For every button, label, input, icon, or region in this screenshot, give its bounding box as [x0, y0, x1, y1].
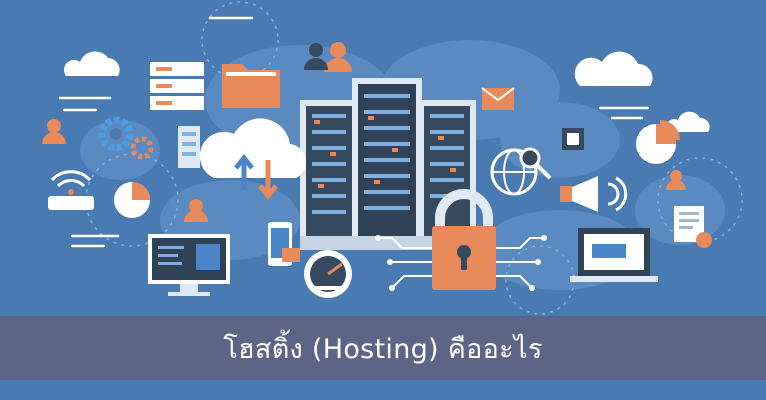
padlock-icon — [375, 189, 547, 291]
gear-icon — [98, 116, 154, 160]
server-rack-icon — [300, 78, 476, 250]
cloud-icon — [64, 51, 710, 132]
pie-chart-icon — [114, 120, 680, 218]
folder-icon — [222, 64, 280, 108]
speed-lines — [58, 16, 650, 248]
globe-search-icon — [490, 147, 552, 196]
megaphone-icon — [560, 176, 628, 212]
document-check-icon — [674, 206, 712, 248]
smartphone-icon — [268, 222, 300, 266]
database-stack-icon — [150, 62, 204, 110]
microchip-icon — [562, 128, 584, 150]
speedometer-icon — [304, 250, 352, 298]
cloud-upload-download-icon — [199, 118, 306, 201]
user-icon — [42, 42, 686, 222]
banner-caption: โฮสติ้ง (Hosting) คืออะไร — [223, 333, 543, 365]
envelope-icon — [481, 87, 515, 110]
laptop-icon — [570, 228, 658, 282]
caption-bar: โฮสติ้ง (Hosting) คืออะไร — [0, 316, 766, 380]
monitor-icon — [148, 234, 230, 296]
wifi-router-icon — [48, 170, 94, 210]
